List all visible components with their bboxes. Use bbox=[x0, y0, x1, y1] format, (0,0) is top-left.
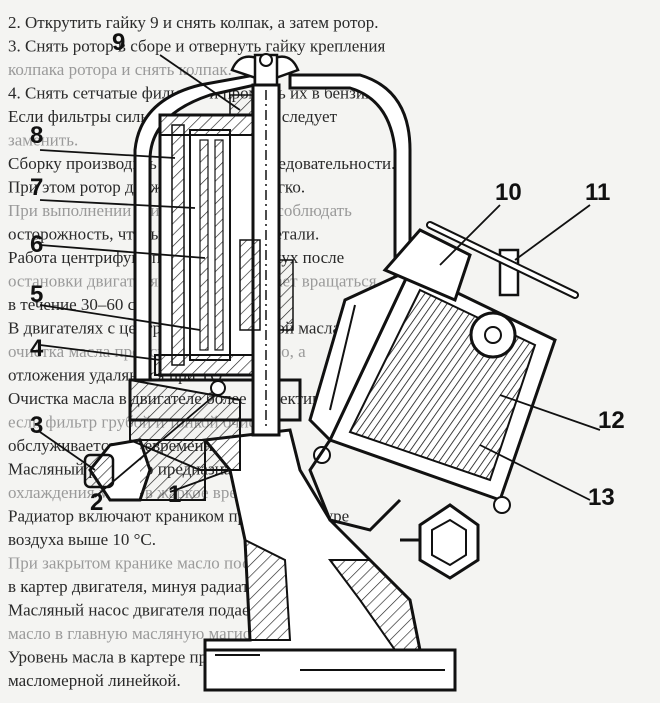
background-text-line: Уровень масла в картере проверяют bbox=[8, 648, 268, 667]
filter-housing-body bbox=[83, 378, 457, 692]
callout-labels: 9 8 7 6 5 4 3 2 1 10 11 12 13 bbox=[30, 29, 625, 516]
background-text-line: Масляный насос двигателя подает bbox=[8, 601, 258, 620]
oil-cooler bbox=[308, 266, 557, 532]
background-text-line: заменить. bbox=[8, 131, 78, 150]
leader-lines bbox=[39, 54, 601, 501]
label-9: 9 bbox=[112, 29, 125, 56]
cooler-valve bbox=[382, 221, 579, 359]
rotor-assembly bbox=[154, 83, 294, 437]
label-11: 11 bbox=[585, 179, 610, 206]
label-7: 7 bbox=[30, 174, 43, 201]
wing-nut bbox=[230, 53, 300, 92]
label-4: 4 bbox=[30, 335, 44, 362]
background-text-line: масло в главную масляную магистраль. bbox=[8, 624, 295, 643]
label-3: 3 bbox=[30, 412, 43, 439]
label-6: 6 bbox=[30, 231, 43, 258]
background-text-line: колпака ротора и снять колпак. bbox=[8, 60, 232, 79]
label-2: 2 bbox=[90, 489, 103, 516]
label-10: 10 bbox=[495, 179, 522, 206]
background-text-line: масломерной линейкой. bbox=[8, 671, 181, 690]
background-text-line: При закрытом кранике масло поступает bbox=[8, 554, 298, 573]
background-text-line: в течение 30–60 с. bbox=[8, 295, 139, 314]
label-12: 12 bbox=[598, 407, 625, 434]
hex-plug bbox=[400, 503, 480, 580]
background-text-line: 2. Открутить гайку 9 и снять колпак, а з… bbox=[8, 13, 378, 32]
label-8: 8 bbox=[30, 122, 43, 149]
background-text-line: воздуха выше 10 °С. bbox=[8, 530, 156, 549]
label-5: 5 bbox=[30, 281, 43, 308]
label-13: 13 bbox=[588, 484, 615, 511]
background-text-line: в картер двигателя, минуя радиатор. bbox=[8, 577, 270, 596]
background-text-line: 3. Снять ротор в сборе и отвернуть гайку… bbox=[8, 37, 385, 56]
label-1: 1 bbox=[168, 481, 181, 508]
